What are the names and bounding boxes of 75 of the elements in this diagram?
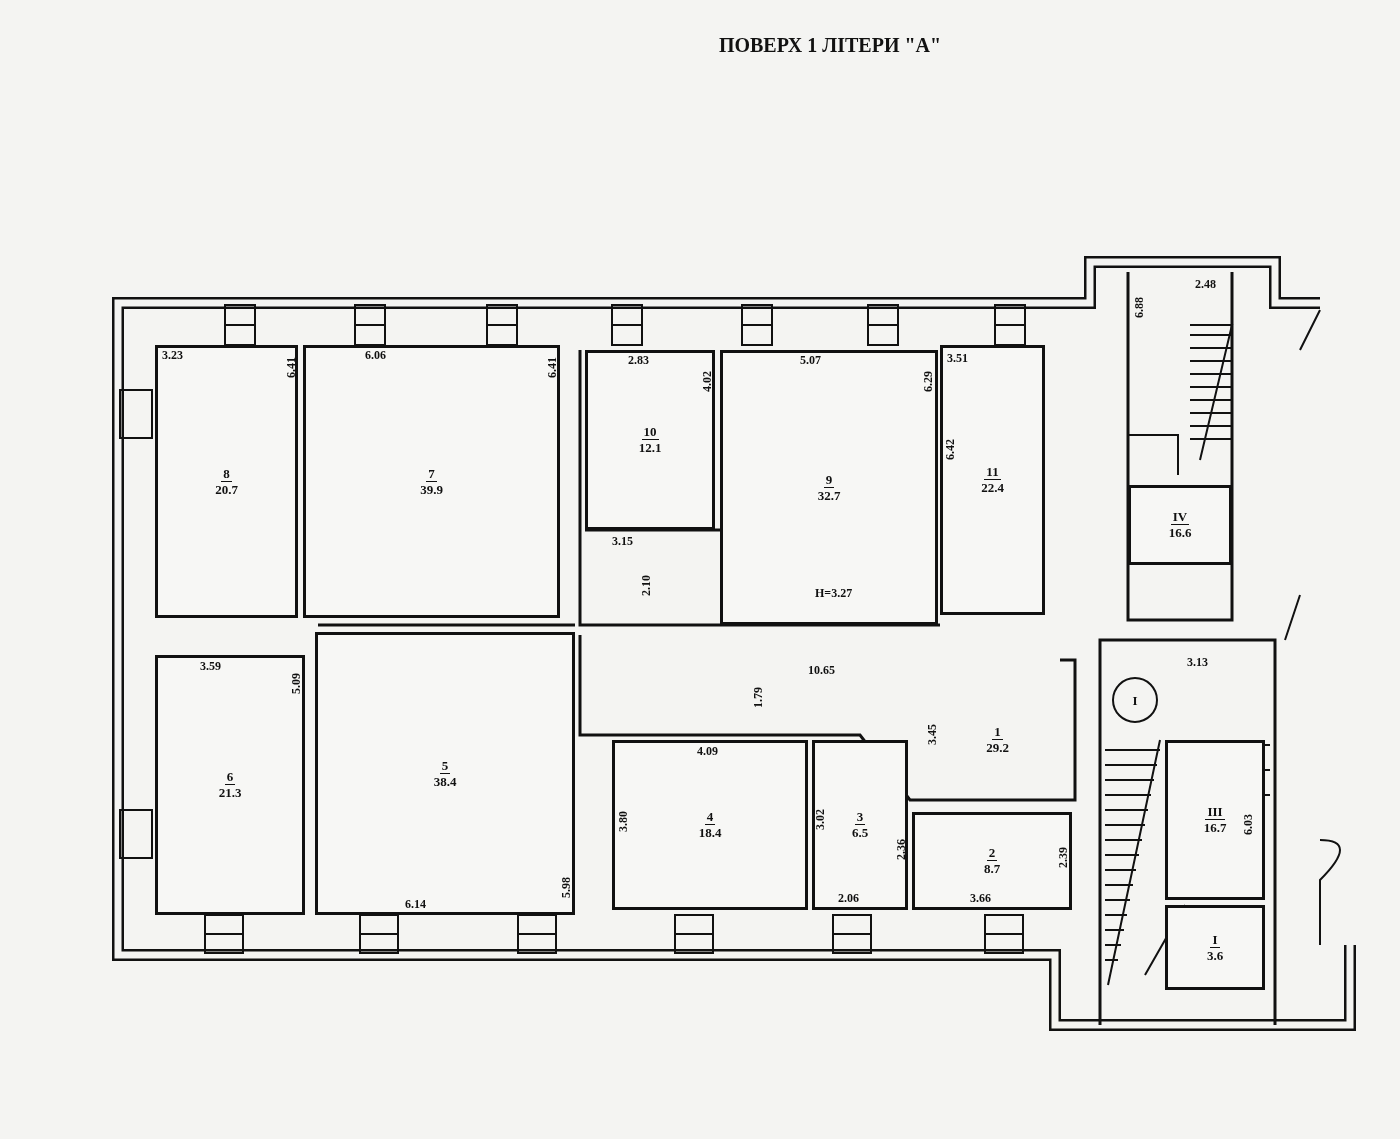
dimension-label: 3.51 (947, 352, 968, 365)
room-area: 16.7 (1203, 820, 1227, 835)
room-area: 20.7 (215, 481, 238, 497)
dimension-label: 2.48 (1195, 278, 1216, 291)
dimension-label: 6.03 (1242, 814, 1255, 835)
room-number: IV (1170, 510, 1190, 525)
dimension-label: 3.59 (200, 660, 221, 673)
room-number: 11 (984, 465, 1001, 480)
room (812, 740, 908, 910)
dimension-label: 2.06 (838, 892, 859, 905)
room (155, 655, 305, 915)
dimension-label: 2.83 (628, 354, 649, 367)
dimension-label: 3.13 (1187, 656, 1208, 669)
dimension-label: 5.07 (800, 354, 821, 367)
dimension-label: 3.66 (970, 892, 991, 905)
dimension-label: 6.06 (365, 349, 386, 362)
room (155, 345, 298, 618)
room-number: 10 (641, 425, 659, 440)
room-number: 5 (439, 758, 451, 774)
room-area: 18.4 (698, 825, 722, 840)
room-area: 16.6 (1168, 525, 1192, 540)
room-number: I (1132, 692, 1138, 708)
dimension-label: 6.41 (285, 357, 298, 378)
room-number: 8 (221, 466, 232, 482)
room (303, 345, 560, 618)
dimension-label: 6.14 (405, 898, 426, 911)
room (1165, 905, 1265, 990)
room-area: 32.7 (817, 487, 841, 503)
dimension-label: 4.02 (701, 371, 714, 392)
dimension-label: 4.09 (697, 745, 718, 758)
room (912, 812, 1072, 910)
dimension-label: 5.09 (290, 673, 303, 694)
room (1165, 740, 1265, 900)
room-number: 9 (823, 472, 835, 488)
dimension-label: 3.80 (617, 811, 630, 832)
dimension-label: 6.29 (922, 371, 935, 392)
room-number: 2 (986, 846, 998, 861)
room-area: 39.9 (420, 481, 443, 497)
room (315, 632, 575, 915)
room-area: 6.5 (851, 825, 869, 840)
room (940, 345, 1045, 615)
dimension-label: 3.23 (162, 349, 183, 362)
dimension-label: 3.02 (814, 809, 827, 830)
room-area: 22.4 (981, 480, 1004, 495)
dimension-label: 1.79 (752, 687, 765, 708)
room-number: III (1205, 805, 1225, 820)
dimension-label: H=3.27 (815, 587, 853, 600)
room (1128, 485, 1232, 565)
dimension-label: 2.39 (1057, 847, 1070, 868)
room (612, 740, 808, 910)
circle-marker (1112, 677, 1158, 723)
room-area: 29.2 (986, 740, 1009, 755)
dimension-label: 6.41 (546, 357, 559, 378)
dimension-label: 2.10 (640, 575, 653, 596)
room-area: 12.1 (638, 440, 662, 455)
dimension-label: 6.42 (944, 439, 957, 460)
dimension-label: 5.98 (560, 877, 573, 898)
room-area: 8.7 (983, 861, 1001, 876)
room-number: 3 (854, 810, 866, 825)
room-number: 6 (224, 770, 236, 785)
room (585, 350, 715, 530)
room-area: 21.3 (218, 785, 242, 800)
room-area: 3.6 (1206, 947, 1224, 963)
room-number: 7 (426, 466, 437, 482)
dimension-label: 3.15 (612, 535, 633, 548)
room (720, 350, 938, 625)
room-number: 4 (704, 810, 716, 825)
room-number: I (1210, 932, 1220, 948)
room-area: 38.4 (433, 773, 457, 789)
room-number: 1 (992, 725, 1003, 740)
plan-title: ПОВЕРХ 1 ЛІТЕРИ "А" (717, 34, 943, 57)
dimension-label: 10.65 (808, 664, 835, 677)
dimension-label: 2.36 (895, 839, 908, 860)
dimension-label: 3.45 (926, 724, 939, 745)
dimension-label: 6.88 (1133, 297, 1146, 318)
